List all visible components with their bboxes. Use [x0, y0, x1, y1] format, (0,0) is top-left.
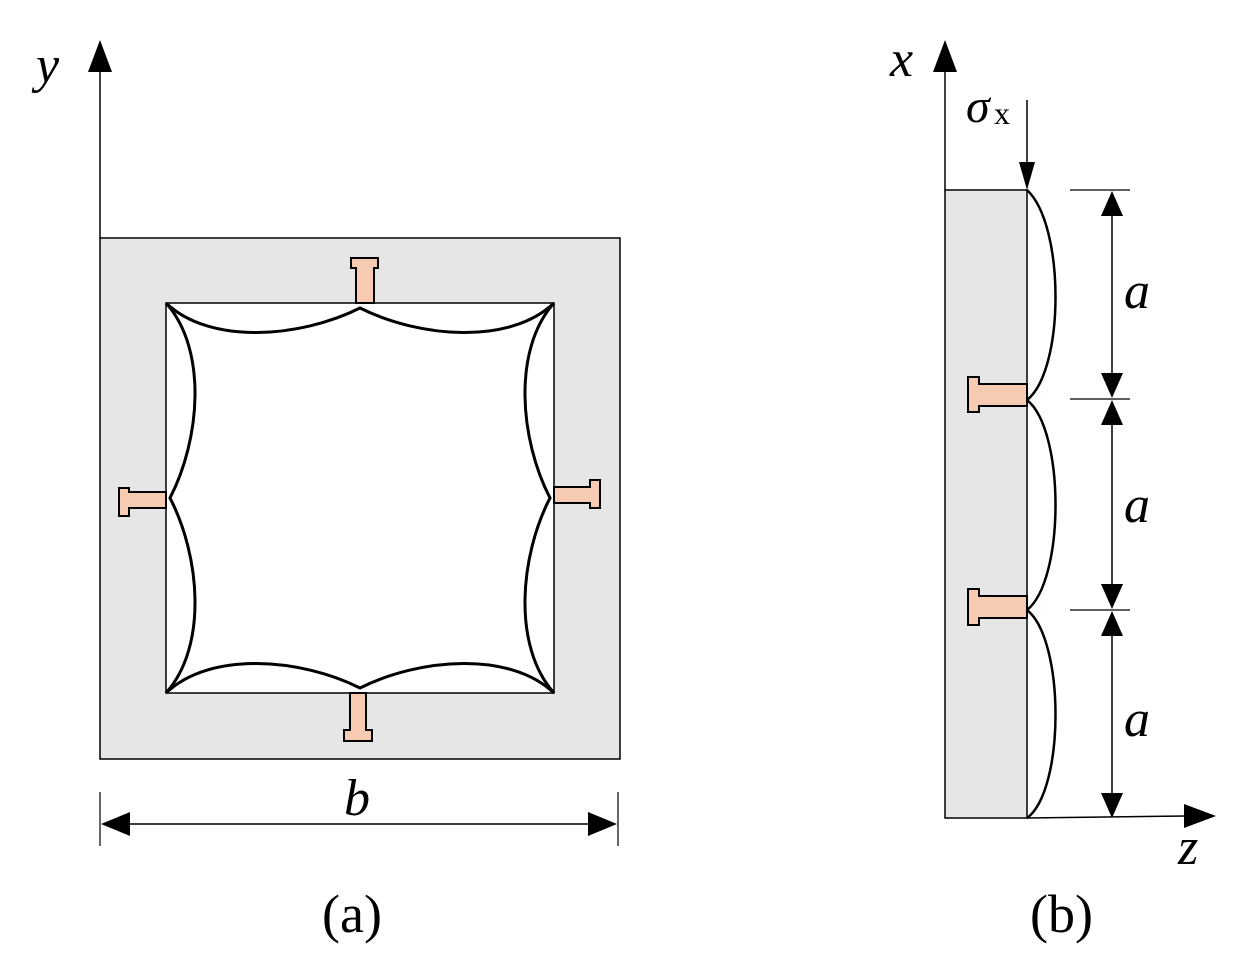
spacing-label-2: a: [1124, 477, 1150, 534]
stiffener-right: [553, 479, 601, 509]
z-axis-line: [1026, 815, 1187, 819]
stress-symbol: σ: [966, 80, 992, 133]
stiffener-top: [350, 257, 379, 304]
dimension-b-arrow-right: [588, 812, 617, 836]
spacing-dim-1-arrow-bottom: [1101, 373, 1123, 398]
spacing-label-1: a: [1124, 263, 1150, 320]
spacing-label-3: a: [1124, 691, 1150, 748]
z-axis-arrowhead: [1184, 804, 1216, 828]
buckled-wall-side: [1024, 189, 1057, 820]
x-axis-label: x: [889, 31, 913, 88]
x-axis-arrowhead: [933, 40, 957, 72]
buckled-wall-right: [523, 302, 556, 694]
buckled-wall-bottom: [164, 662, 556, 695]
stiffener-side-lower: [967, 588, 1028, 626]
spacing-dim-2-arrow-bottom: [1101, 584, 1123, 609]
stress-subscript: x: [994, 95, 1010, 131]
spacing-dim-3-arrow-top: [1101, 611, 1123, 636]
y-axis-label: y: [31, 37, 60, 94]
panel-a: y b (a): [31, 37, 621, 944]
stiffener-left: [118, 487, 167, 517]
spacing-dim-2-arrow-top: [1101, 400, 1123, 425]
dimension-b-arrow-left: [101, 812, 130, 836]
y-axis-arrowhead: [88, 40, 112, 72]
stress-arrowhead: [1019, 162, 1035, 190]
steel-tube-inner: [165, 302, 555, 694]
dimension-b-label: b: [344, 770, 370, 827]
stress-label: σ: [966, 80, 992, 133]
spacing-dim-1-arrow-top: [1101, 191, 1123, 216]
buckled-wall-top: [164, 301, 556, 334]
panel-b: x z σ x a a a: [889, 31, 1216, 944]
concrete-strip: [944, 189, 1028, 819]
z-axis-label: z: [1177, 819, 1198, 876]
buckled-wall-left: [164, 302, 197, 694]
stiffener-side-upper: [967, 376, 1028, 413]
spacing-dim-3-arrow-bottom: [1101, 793, 1123, 818]
caption-a: (a): [322, 884, 382, 944]
stiffener-bottom: [343, 692, 373, 742]
caption-b: (b): [1030, 884, 1093, 944]
